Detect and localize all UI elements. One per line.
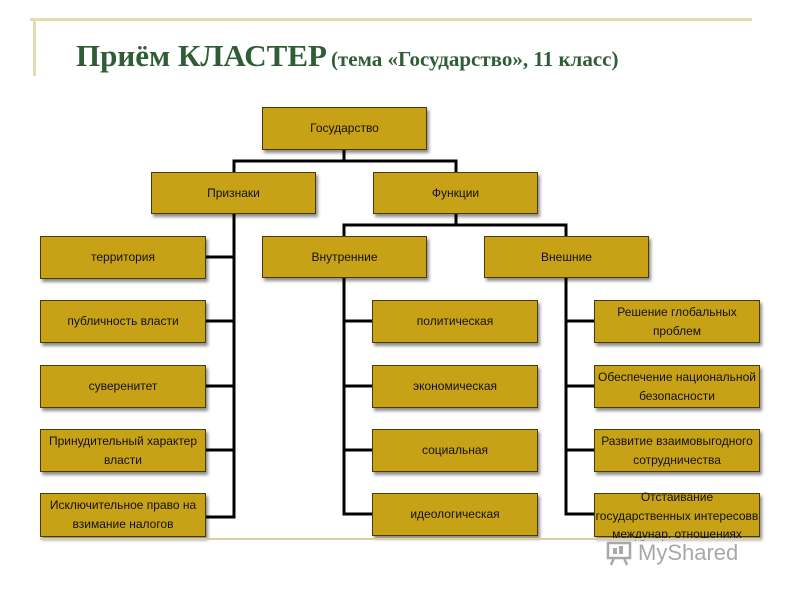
node-internal-item-label: социальная xyxy=(421,443,489,458)
node-internal-item: идеологическая xyxy=(372,493,538,536)
node-feature-item: суверенитет xyxy=(40,365,206,408)
node-internal-item-label: экономическая xyxy=(412,379,498,394)
presentation-board-icon xyxy=(606,541,632,566)
node-external-item-label: Отстаивание государственных интересовв м… xyxy=(595,490,759,542)
node-internal-item-label: идеологическая xyxy=(410,507,500,522)
node-external: Внешние xyxy=(484,236,649,278)
node-external-item: Отстаивание государственных интересовв м… xyxy=(594,490,760,541)
title-subtitle: (тема «Государство», 11 класс) xyxy=(330,47,619,71)
node-external-item: Решение глобальных проблем xyxy=(594,300,760,343)
node-functions: Функции xyxy=(373,172,538,214)
node-feature-item: Принудительный характер власти xyxy=(40,429,206,472)
node-external-item: Обеспечение национальной безопасности xyxy=(594,365,760,408)
node-root-label: Государство xyxy=(310,121,379,136)
node-internal-item-label: политическая xyxy=(416,314,494,329)
title-main: Приём КЛАСТЕР xyxy=(76,38,327,73)
frame-bottom-rule xyxy=(40,538,762,540)
node-external-item-label: Обеспечение национальной безопасности xyxy=(598,369,756,403)
node-functions-label: Функции xyxy=(431,185,480,200)
node-external-item-label: Развитие взаимовыгодного сотрудничества xyxy=(601,433,753,467)
frame-top-rule xyxy=(30,18,752,21)
node-feature-item-label: суверенитет xyxy=(88,379,158,394)
node-internal-item: экономическая xyxy=(372,365,538,408)
node-internal-item: политическая xyxy=(372,300,538,343)
slide-title: Приём КЛАСТЕР (тема «Государство», 11 кл… xyxy=(76,38,618,74)
node-feature-item-label: публичность власти xyxy=(67,314,179,329)
node-external-item: Развитие взаимовыгодного сотрудничества xyxy=(594,429,760,472)
node-root: Государство xyxy=(262,107,427,150)
node-internal-item: социальная xyxy=(372,429,538,472)
node-feature-item-label: Принудительный характер власти xyxy=(48,433,198,467)
node-external-label: Внешние xyxy=(541,249,592,264)
node-feature-item-label: Исключительное право на взимание налогов xyxy=(49,498,197,531)
node-internal: Внутренние xyxy=(262,236,427,278)
node-internal-label: Внутренние xyxy=(311,249,378,264)
frame-left-rule xyxy=(33,18,36,76)
node-feature-item: публичность власти xyxy=(40,300,206,343)
node-feature-item: Исключительное право на взимание налогов xyxy=(40,493,206,537)
watermark: MyShared xyxy=(606,540,738,566)
node-external-item-label: Решение глобальных проблем xyxy=(617,304,737,338)
node-features-label: Признаки xyxy=(207,185,260,200)
node-feature-item-label: территория xyxy=(91,250,155,265)
node-feature-item: территория xyxy=(40,236,206,279)
watermark-text: MyShared xyxy=(638,540,739,565)
node-features: Признаки xyxy=(151,172,316,214)
